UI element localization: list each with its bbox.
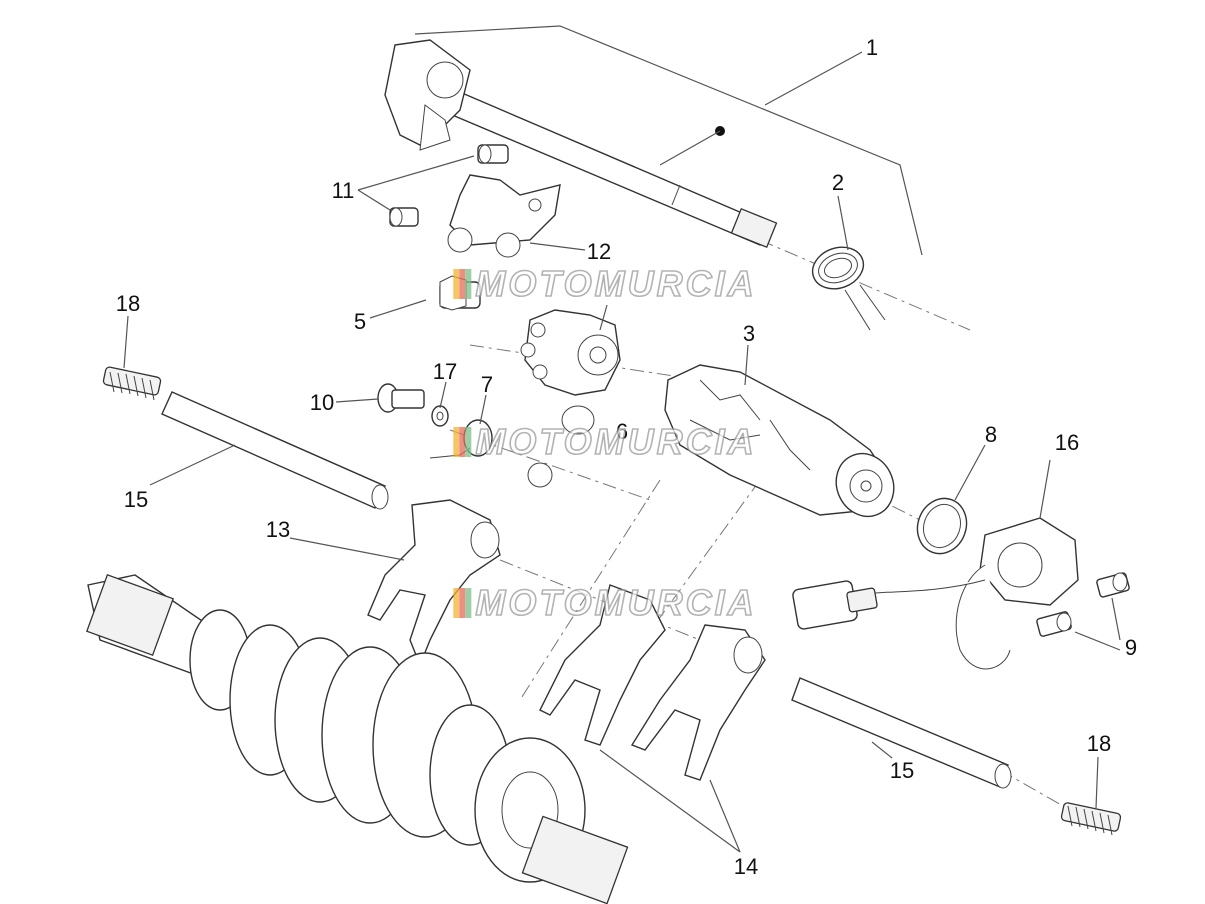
callout-12[interactable]: 12: [586, 239, 612, 264]
callout-17[interactable]: 17: [432, 359, 458, 384]
callout-5[interactable]: 5: [353, 309, 367, 334]
callout-2[interactable]: 2: [831, 170, 845, 195]
return-spring-part-2[interactable]: [807, 240, 886, 331]
screw-part-10[interactable]: [377, 383, 425, 413]
fork-shaft-part-15-left[interactable]: [161, 391, 389, 510]
watermark-flag-icon: [453, 588, 472, 618]
callout-15-left[interactable]: 15: [123, 487, 149, 512]
callout-10[interactable]: 10: [309, 390, 335, 415]
callout-11[interactable]: 11: [331, 178, 355, 203]
callout-8[interactable]: 8: [984, 422, 998, 447]
watermark-text: MOTOMURCIA: [475, 262, 757, 305]
selector-shaft-part-1[interactable]: [384, 39, 778, 249]
star-wheel-part-6[interactable]: [520, 309, 621, 396]
watermark-flag-icon: [453, 427, 472, 457]
watermark-middle: MOTOMURCIA: [453, 420, 757, 463]
watermark-flag-icon: [453, 269, 472, 299]
part1-group-bracket: [414, 25, 923, 256]
callout-9[interactable]: 9: [1124, 635, 1138, 660]
callout-18-left[interactable]: 18: [115, 291, 141, 316]
gear-sensor-part-16[interactable]: [792, 517, 1079, 670]
callout-7[interactable]: 7: [480, 372, 494, 397]
callout-3[interactable]: 3: [742, 321, 756, 346]
washer-part-17[interactable]: [431, 405, 449, 427]
watermark-text: MOTOMURCIA: [475, 420, 757, 463]
spring-part-18-left[interactable]: [102, 366, 162, 401]
index-lever-part-12[interactable]: [447, 174, 561, 258]
screw-part-9[interactable]: [1036, 572, 1130, 637]
fork-shaft-part-15-right[interactable]: [791, 677, 1012, 789]
callout-1[interactable]: 1: [865, 35, 879, 60]
spring-part-18-right[interactable]: [1060, 802, 1122, 836]
o-ring-part-8[interactable]: [910, 491, 974, 560]
watermark-top: MOTOMURCIA: [453, 262, 757, 305]
callout-15-right[interactable]: 15: [889, 758, 915, 783]
callout-16[interactable]: 16: [1054, 430, 1080, 455]
shift-fork-part-14-b[interactable]: [630, 624, 766, 781]
callout-6[interactable]: 6: [615, 419, 629, 444]
shift-fork-part-14-a[interactable]: [539, 584, 666, 746]
selector-drum-part-3[interactable]: [664, 364, 904, 526]
callout-14[interactable]: 14: [733, 854, 759, 879]
callout-leaders: [123, 51, 1121, 853]
watermark-text: MOTOMURCIA: [475, 581, 757, 624]
shift-fork-part-13[interactable]: [367, 499, 501, 667]
callout-18-right[interactable]: 18: [1086, 731, 1112, 756]
callout-13[interactable]: 13: [265, 517, 291, 542]
watermark-bottom: MOTOMURCIA: [453, 581, 757, 624]
gearbox-gear-cluster: [86, 574, 629, 904]
pin-part-11[interactable]: [389, 144, 509, 227]
